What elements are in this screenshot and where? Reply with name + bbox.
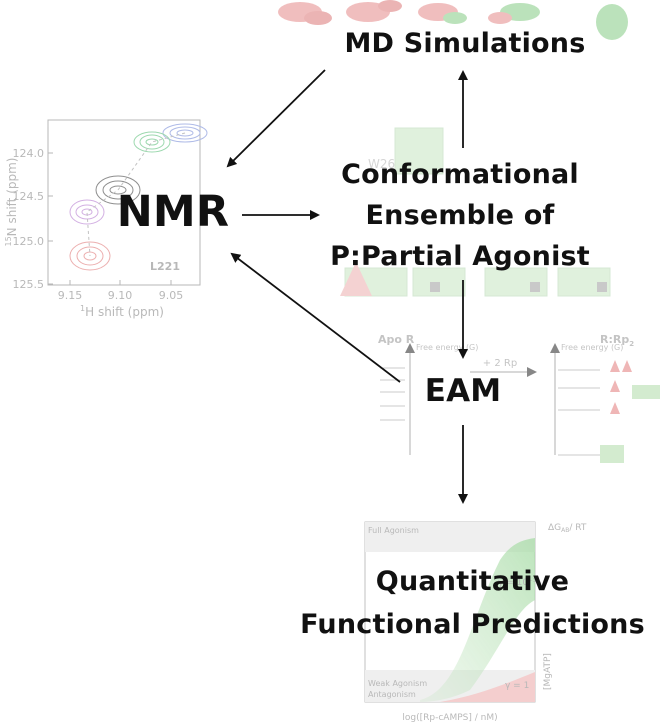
pred-dg-label: ΔGAB/ RT [548,523,587,534]
flow-arrows [226,69,468,504]
ensemble-line-1: Conformational [341,159,579,190]
nmr-residue-label: L221 [150,260,180,273]
pred-x-axis-label: log([Rp-cAMPS] / nM) [402,713,497,723]
nmr-label: NMR [116,187,230,237]
nmr-trajectory-line [86,132,186,257]
rp-title: R:Rp2 [600,333,634,348]
nmr-x-ticks: 9.15 9.10 9.05 [58,280,184,302]
prediction-background-chart: Full Agonism Weak Agonism Antagonism γ =… [364,521,587,723]
red-triangle [340,262,372,296]
plus-2rp: + 2 Rp [483,358,517,369]
nmr-x-axis-label: 1H shift (ppm) [80,304,164,319]
protein-structure-red-2 [346,0,402,22]
ensemble-background: W26 [340,127,611,297]
pred-gamma-bottom: γ = 1 [505,681,529,691]
conformational-ensemble-label: Conformational Ensemble of P:Partial Ago… [300,154,620,277]
protein-structure-mixed-2 [488,3,540,24]
domain-box-b-1 [412,267,466,297]
predictions-line-2: Functional Predictions [300,609,645,640]
nmr-ytick-0: 124.0 [13,147,45,160]
nmr-xtick-2: 9.05 [159,289,184,302]
nmr-plot-frame [47,119,201,286]
arrow-eam-to-nmr [230,252,401,383]
rp-free-energy: Free energy (G) [561,343,623,352]
nmr-peak-black [95,175,141,205]
nmr-peak-blue [162,123,208,143]
nmr-peak-green [133,131,171,153]
pred-antagonism: Antagonism [368,690,416,699]
pred-mgatp-label: [MgATP] [543,653,553,690]
eam-background: Apo R Free energy (G) + 2 Rp R:Rp2 Free … [378,333,660,463]
nmr-ytick-1: 124.5 [13,190,45,203]
protein-structure-mixed-1 [418,3,467,24]
pred-full-agonism: Full Agonism [368,526,419,535]
nmr-xtick-0: 9.15 [58,289,83,302]
domain-box-a-1 [344,267,408,297]
pred-full-agonism-band [365,522,535,552]
nmr-spectrum-panel: 124.0 124.5 125.0 125.5 9.15 9.10 9.05 1… [4,119,208,319]
pred-red-band [440,672,535,702]
nmr-y-axis-label: 15N shift (ppm) [4,158,19,247]
md-structures-strip [278,0,628,40]
nmr-ytick-2: 125.0 [13,235,45,248]
predictions-line-1: Quantitative [375,566,570,597]
protein-structure-red-1 [278,2,332,25]
domain-box-b-2 [557,267,611,297]
apo-r-title: Apo R [378,333,415,346]
md-simulations-label: MD Simulations [344,28,586,59]
pred-weak-agonism: Weak Agonism [368,679,427,688]
domain-box-a-2 [484,267,548,297]
ensemble-line-3: P:Partial Agonist [330,241,590,272]
nmr-peak-red [69,241,111,271]
protein-structure-green [596,4,628,40]
pred-gamma-top: γ = 10⁻³ [498,578,537,588]
nmr-xtick-1: 9.10 [108,289,133,302]
apo-free-energy: Free energy (G) [416,343,478,352]
pred-green-band [420,538,535,702]
ensemble-line-2: Ensemble of [365,200,555,231]
domain-box-b-top [394,127,444,175]
w26-fragment: W26 [368,157,395,171]
quantitative-predictions-label: Quantitative Functional Predictions [290,560,655,646]
eam-label: EAM [424,373,502,409]
arrow-md-to-nmr [226,69,326,168]
nmr-y-ticks: 124.0 124.5 125.0 125.5 [13,147,53,291]
nmr-ytick-3: 125.5 [13,278,45,291]
